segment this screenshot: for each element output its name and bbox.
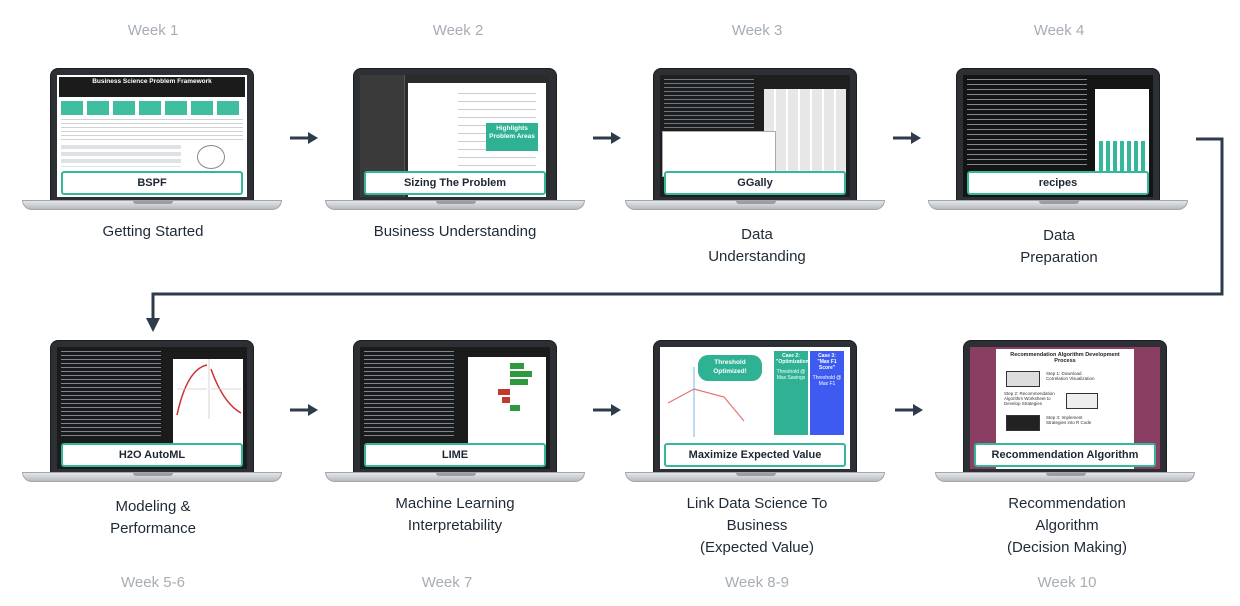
pairs-plot [764, 89, 846, 175]
arrow-right-icon [893, 132, 921, 144]
week-label-6: Week 7 [421, 574, 473, 591]
case-2-body: Threshold @ Max Savings [776, 369, 806, 381]
step-tag: Maximize Expected Value [664, 443, 846, 467]
step-tag: Recommendation Algorithm [974, 443, 1156, 467]
step-tag: BSPF [61, 171, 243, 195]
histogram-bars [1099, 141, 1145, 171]
case-3-body: Threshold @ Max F1 [812, 375, 842, 387]
code-lines [664, 79, 754, 129]
step-caption-1: Getting Started [102, 223, 204, 240]
thumbnail [1066, 393, 1098, 409]
step-caption-2: Business Understanding [373, 223, 537, 240]
laptop-lid: Threshold Optimized! Case 2: "Optimizati… [653, 340, 857, 474]
plot-panel [1095, 89, 1149, 175]
arrow-right-icon [290, 404, 318, 416]
perf-curve-icon [176, 359, 242, 419]
laptop-lid: H2O AutoML [50, 340, 254, 474]
step-tag: LIME [364, 443, 546, 467]
arrow-right-icon [593, 404, 621, 416]
savings-curve-icon [667, 367, 745, 437]
thumbnail [1006, 415, 1040, 431]
case-2-title: Case 2: "Optimization" [776, 353, 812, 365]
laptop-step-4: recipes [928, 68, 1188, 210]
laptop-step-5: H2O AutoML [22, 340, 282, 482]
case-2-panel: Case 2: "Optimization" Threshold @ Max S… [774, 351, 812, 435]
laptop-step-8: Recommendation Algorithm Development Pro… [935, 340, 1197, 482]
lime-bar-red [498, 389, 510, 395]
rec-title: Recommendation Algorithm Development Pro… [1010, 352, 1120, 364]
bspf-columns [61, 101, 243, 115]
rec-step-3: Step 3: Implement Strategies into R Code [1046, 415, 1092, 425]
case-3-title: Case 3: "Max F1 Score" [817, 353, 837, 371]
laptop-step-3: GGally [625, 68, 885, 210]
help-popup [662, 131, 776, 177]
laptop-step-1: Business Science Problem Framework BSPF [22, 68, 282, 210]
week-label-1: Week 1 [127, 22, 179, 39]
laptop-step-2: Highlights Problem Areas Sizing The Prob… [325, 68, 585, 210]
lime-bar-red [502, 397, 510, 403]
code-lines [364, 351, 454, 437]
lime-bar-green [510, 405, 520, 411]
week-label-5: Week 5-6 [121, 574, 185, 591]
row-connector-arrow-icon [146, 137, 1224, 332]
threshold-callout: Threshold Optimized! [698, 355, 762, 381]
week-label-8: Week 10 [1037, 574, 1097, 591]
week-label-7: Week 8-9 [725, 574, 789, 591]
week-label-4: Week 4 [1033, 22, 1085, 39]
case-3-panel: Case 3: "Max F1 Score" Threshold @ Max F… [810, 351, 844, 435]
week-label-2: Week 2 [432, 22, 484, 39]
laptop-step-7: Threshold Optimized! Case 2: "Optimizati… [625, 340, 885, 482]
step-tag: Sizing The Problem [364, 171, 546, 195]
bspf-bands [61, 145, 181, 167]
lime-bar-green [510, 379, 528, 385]
laptop-lid: Business Science Problem Framework BSPF [50, 68, 254, 202]
laptop-base [625, 472, 885, 482]
arrow-right-icon [895, 404, 923, 416]
step-tag: recipes [967, 171, 1149, 195]
bspf-text-lines [61, 119, 243, 143]
arrow-right-icon [290, 132, 318, 144]
code-lines [967, 79, 1087, 169]
laptop-lid: GGally [653, 68, 857, 202]
step-caption-5: Modeling &Performance [110, 498, 196, 537]
laptop-base [935, 472, 1195, 482]
lime-bar-green [510, 363, 524, 369]
arrow-right-icon [593, 132, 621, 144]
code-lines [61, 351, 161, 437]
lime-bar-green [510, 371, 532, 377]
week-label-3: Week 3 [731, 22, 783, 39]
laptop-lid: Recommendation Algorithm Development Pro… [963, 340, 1167, 474]
laptop-lid: Highlights Problem Areas Sizing The Prob… [353, 68, 557, 202]
rec-step-2: Step 2: Recommendation Algorithm Workshe… [1004, 391, 1055, 406]
thumbnail [1006, 371, 1040, 387]
bspf-circle-diagram [197, 145, 225, 169]
step-tag: H2O AutoML [61, 443, 243, 467]
highlight-callout: Highlights Problem Areas [486, 123, 538, 151]
laptop-base [22, 472, 282, 482]
laptop-lid: LIME [353, 340, 557, 474]
bspf-title-bar: Business Science Problem Framework [59, 77, 245, 97]
laptop-lid: recipes [956, 68, 1160, 202]
rec-step-1: Step 1: Download Correlation Visualizati… [1046, 371, 1095, 381]
lime-plot [468, 357, 546, 447]
step-tag: GGally [664, 171, 846, 195]
laptop-step-6: LIME [325, 340, 585, 482]
laptop-base [325, 472, 585, 482]
performance-plots [173, 359, 243, 447]
